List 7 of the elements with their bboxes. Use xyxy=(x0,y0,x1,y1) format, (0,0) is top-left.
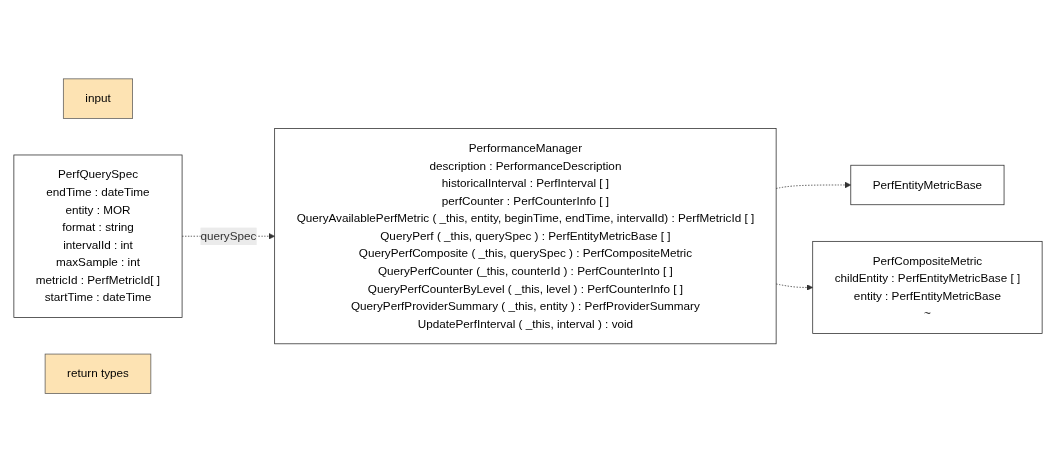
node-box: return types xyxy=(44,353,152,394)
node-box: input xyxy=(62,78,133,119)
node-box: PerfEntityMetricBase xyxy=(850,164,1005,205)
node-box: PerformanceManager description : PerformanceDescription historicalInterval : PerfInterval [ ] perfCounter : PerfCounterInfo [ ] QueryAvailablePerfMetric ( _this, entity, beginTime, endTime, intervalId) : PerfMetricId [ ] QueryPerf ( _this, querySpec ) : PerfEntityMetricBase [ ] QueryPerfComposite ( _this, querySpec ) : PerfCompositeMetric QueryPerfCounter (_this, counterId ) : PerfCounterInto [ ] QueryPerfCounterByLevel ( _this, level ) : PerfCounterInfo [ ] QueryPerfProviderSummary ( _this, entity ) : PerfProviderSummary UpdatePerfInterval ( _this, interval ) : void xyxy=(274,128,777,344)
edge-label: querySpec xyxy=(200,229,257,242)
node-box: PerfQuerySpec endTime : dateTime entity : MOR format : string intervalId : int maxSample : int metricId : PerfMetricId[ ] startTime : dateTime xyxy=(13,154,183,318)
node-box: PerfCompositeMetric childEntity : PerfEntityMetricBase [ ] entity : PerfEntityMetricBase ~ xyxy=(812,240,1043,334)
